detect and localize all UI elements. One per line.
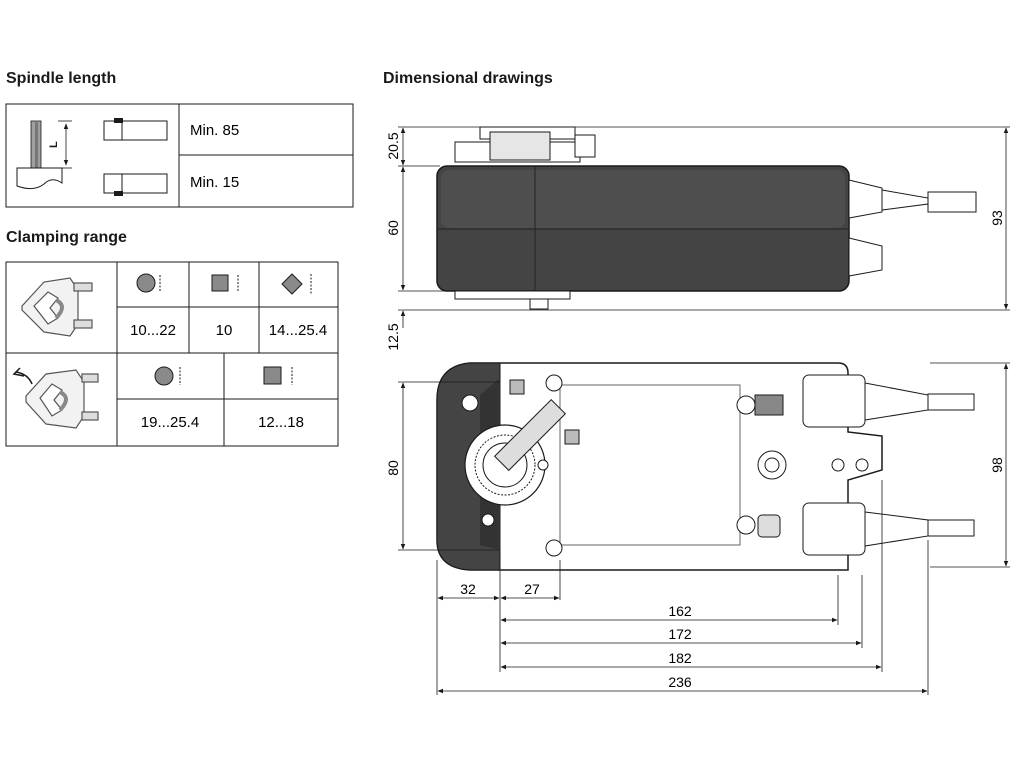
spindle-icon xyxy=(16,120,72,190)
square-shaft-icon xyxy=(211,274,239,292)
top-view-dimensions xyxy=(398,362,1010,695)
spindle-dimension-label: L xyxy=(48,141,60,148)
clamp-range-square: 10 xyxy=(216,322,233,339)
round-shaft-icon-2 xyxy=(154,366,181,386)
square-shaft-icon-2 xyxy=(263,366,293,385)
dim-12-5: 12.5 xyxy=(385,323,401,350)
dim-60: 60 xyxy=(385,220,401,236)
dim-236: 236 xyxy=(668,674,692,690)
dimensional-drawings-heading: Dimensional drawings xyxy=(383,70,553,87)
side-view-dimensions xyxy=(398,126,1010,328)
clamp-range-diamond: 14...25.4 xyxy=(269,322,327,339)
clamp-icon-1 xyxy=(21,277,93,337)
dim-182: 182 xyxy=(668,650,692,666)
dim-162: 162 xyxy=(668,603,692,619)
clamping-range-table xyxy=(5,261,339,447)
clamp-range-round-2: 19...25.4 xyxy=(141,414,199,431)
spindle-min-85: Min. 85 xyxy=(190,122,239,139)
diamond-shaft-icon xyxy=(281,273,312,295)
clamp-range-square-2: 12...18 xyxy=(258,414,304,431)
dim-32: 32 xyxy=(460,581,476,597)
dim-80: 80 xyxy=(385,460,401,476)
clamp-range-round: 10...22 xyxy=(130,322,176,339)
top-view-drawing xyxy=(436,362,975,571)
dim-172: 172 xyxy=(668,626,692,642)
clamp-icon-2 xyxy=(12,367,99,429)
dim-98: 98 xyxy=(989,457,1005,473)
dim-93: 93 xyxy=(989,210,1005,226)
round-shaft-icon xyxy=(136,273,161,293)
spindle-min15-icon xyxy=(103,173,168,196)
spindle-min85-icon xyxy=(103,118,168,141)
spindle-length-heading: Spindle length xyxy=(6,70,117,87)
dim-27: 27 xyxy=(524,581,540,597)
spindle-length-table xyxy=(5,103,354,208)
clamping-range-heading: Clamping range xyxy=(6,229,127,246)
side-view-drawing xyxy=(436,126,977,310)
dim-20-5: 20.5 xyxy=(385,132,401,159)
spindle-min-15: Min. 15 xyxy=(190,174,239,191)
